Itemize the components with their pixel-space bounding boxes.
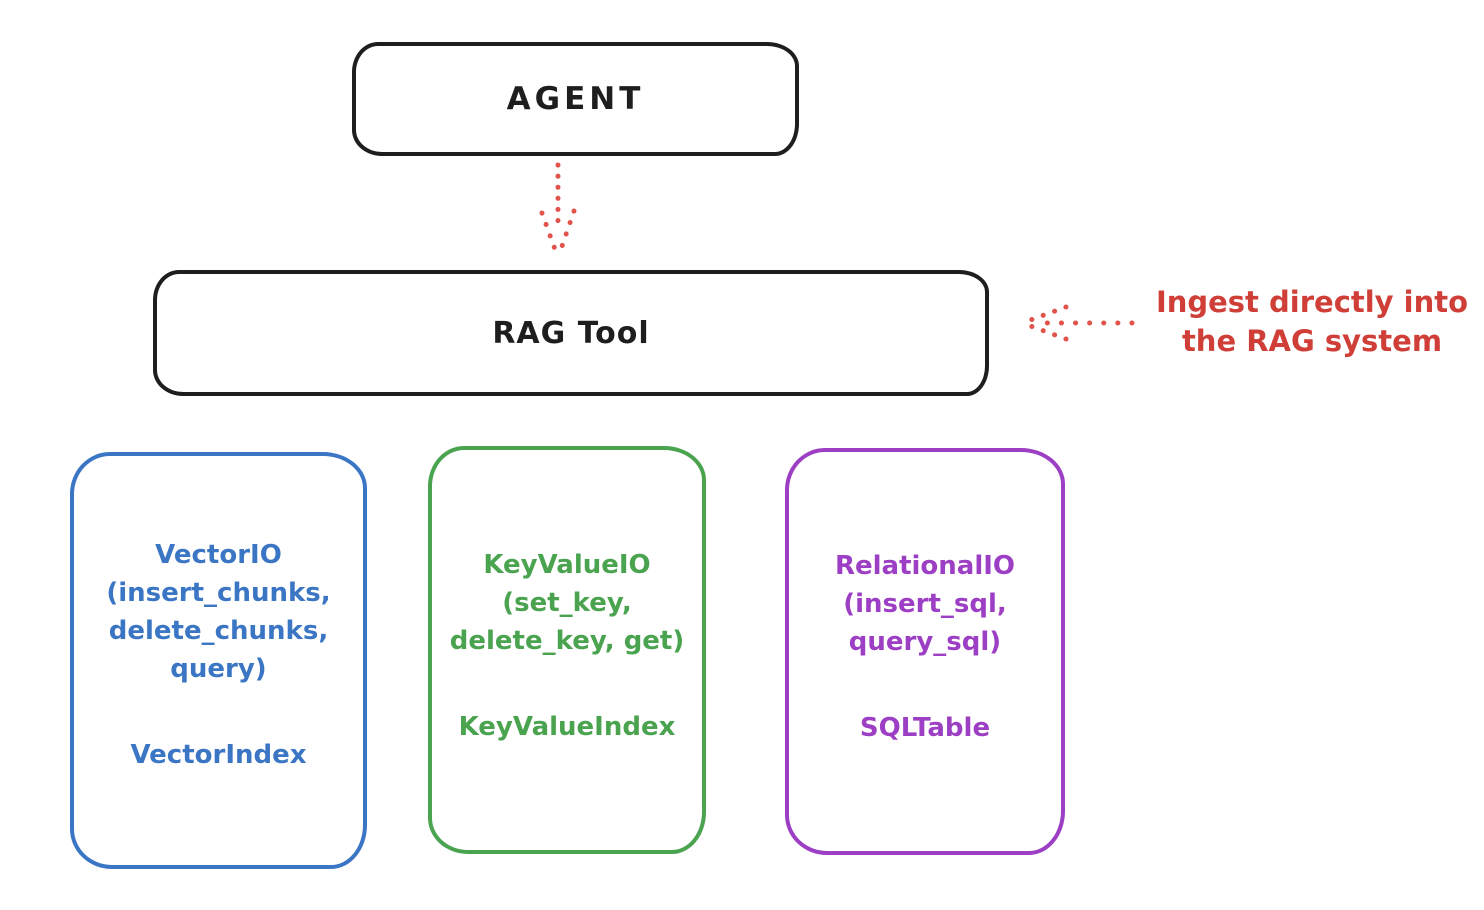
vector-io-line2: (insert_chunks, bbox=[106, 578, 331, 608]
rag-tool-label: RAG Tool bbox=[492, 315, 650, 351]
sql-table-label: SQLTable bbox=[859, 713, 991, 743]
relational-io-methods: RelationalIO (insert_sql, query_sql) bbox=[835, 547, 1015, 661]
relational-io-line2: (insert_sql, bbox=[843, 589, 1007, 619]
ingest-annotation-line2: the RAG system bbox=[1181, 324, 1443, 358]
keyvalue-io-line3: delete_key, get) bbox=[449, 626, 685, 656]
keyvalue-io-box: KeyValueIO (set_key, delete_key, get) Ke… bbox=[428, 446, 706, 854]
agent-to-ragtool-arrow bbox=[539, 162, 577, 258]
keyvalue-io-methods: KeyValueIO (set_key, delete_key, get) bbox=[450, 546, 685, 660]
vector-index-label: VectorIndex bbox=[130, 740, 307, 770]
vector-io-line3: delete_chunks, bbox=[108, 616, 329, 646]
vector-io-methods: VectorIO (insert_chunks, delete_chunks, … bbox=[106, 536, 330, 688]
vector-io-box: VectorIO (insert_chunks, delete_chunks, … bbox=[70, 452, 367, 869]
relational-io-box: RelationalIO (insert_sql, query_sql) SQL… bbox=[785, 448, 1065, 855]
relational-io-line1: RelationalIO bbox=[834, 551, 1016, 581]
ingest-annotation-line1: Ingest directly into bbox=[1155, 285, 1469, 319]
ingest-annotation-arrow bbox=[1022, 304, 1135, 342]
ingest-annotation: Ingest directly into the RAG system bbox=[1140, 283, 1484, 361]
vector-io-line4: query) bbox=[170, 654, 267, 684]
relational-io-line3: query_sql) bbox=[848, 627, 1002, 657]
keyvalue-index-label: KeyValueIndex bbox=[458, 712, 676, 742]
agent-label: AGENT bbox=[506, 81, 645, 117]
vector-io-line1: VectorIO bbox=[155, 540, 282, 570]
keyvalue-io-line2: (set_key, bbox=[502, 588, 632, 618]
agent-box: AGENT bbox=[352, 42, 799, 156]
keyvalue-io-line1: KeyValueIO bbox=[483, 550, 651, 580]
rag-tool-box: RAG Tool bbox=[153, 270, 989, 396]
